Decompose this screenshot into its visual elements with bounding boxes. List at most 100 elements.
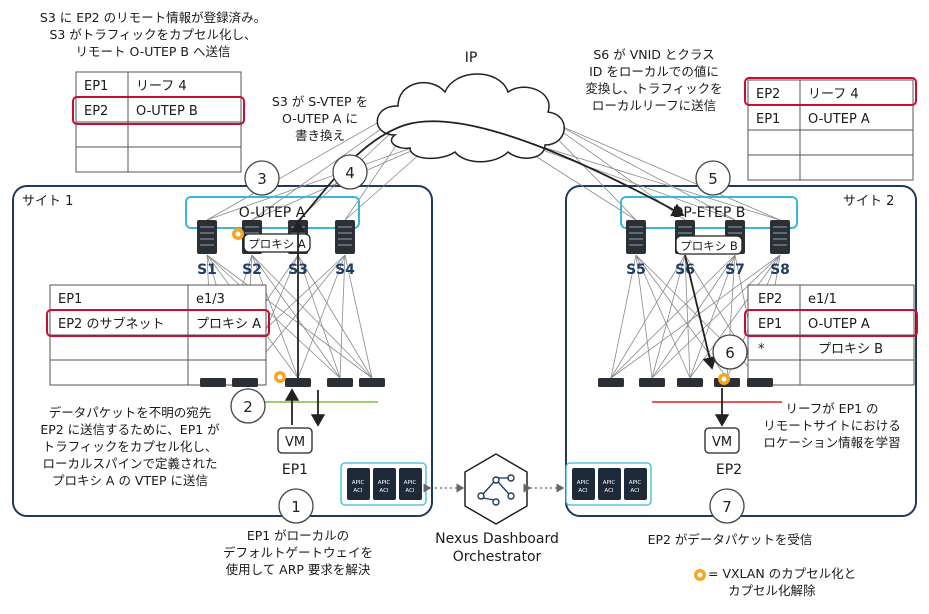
ep2-vm-box: [704, 427, 740, 454]
site2-proxy-badge: [675, 235, 743, 255]
orchestrator-label-line2: Orchestrator: [453, 549, 542, 565]
leaf-icon: [747, 378, 773, 387]
note-top-left-line: S3 がトラフィックをカプセル化し、: [49, 27, 257, 42]
step-7-number: 7: [722, 498, 732, 516]
step-5-circle: [695, 160, 731, 196]
legend-line: = VXLAN のカプセル化と: [708, 566, 857, 581]
leaf4-r0-c0: EP2: [758, 292, 782, 307]
apic-icon: [347, 468, 370, 500]
spine-s4-label: S4: [335, 262, 355, 278]
apic-label: APIC: [352, 480, 365, 486]
step-6-number: 6: [725, 344, 735, 362]
note-step7: EP2 がデータパケットを受信: [647, 532, 813, 547]
s3-r1-c1: O-UTEP B: [136, 104, 198, 119]
note-step6-line: ロケーション情報を学習: [763, 435, 901, 450]
site2-anycast-label: DP-ETEP B: [673, 205, 746, 221]
ip-cloud: [376, 73, 565, 163]
step-2-circle: [230, 388, 266, 424]
spine-s7-label: S7: [725, 262, 745, 278]
site2-anycast-box: [620, 196, 798, 229]
s3-r0-c1: リーフ 4: [136, 79, 187, 94]
vxlan-gear-icon: [274, 371, 286, 383]
step-1-circle: [278, 488, 314, 524]
note-top-left-line: S3 に EP2 のリモート情報が登録済み。: [39, 10, 267, 25]
aci-label: ACI: [379, 488, 389, 494]
spine-s6-label: S6: [675, 262, 695, 278]
note-top-right: S6 が VNID とクラス ID をローカルでの値に 変換し、トラフィックを …: [574, 46, 734, 114]
apic-icon: [373, 468, 396, 500]
step-circles: [230, 154, 748, 524]
site2-proxy-label: プロキシ B: [680, 239, 738, 253]
spine-s5-icon: [626, 220, 646, 254]
leaf-icon: [200, 378, 226, 387]
legend: = VXLAN のカプセル化と カプセル化解除: [708, 565, 878, 599]
apic-icon: [598, 468, 621, 500]
site2-apic-cluster: [565, 462, 652, 506]
s6-r0-c0: EP2: [756, 87, 780, 102]
leaf4-highlight: [744, 309, 918, 337]
aci-label: ACI: [604, 488, 614, 494]
site1-proxy-label: プロキシ A: [248, 237, 306, 251]
note-step4: S3 が S-VTEP を O-UTEP A に 書き換え: [250, 93, 390, 144]
site1-anycast-box: [185, 196, 360, 229]
note-step2: データパケットを不明の宛先 EP2 に送信するために、EP1 が トラフィックを…: [20, 404, 240, 489]
site1-proxy-badge: [243, 233, 311, 253]
ep1-label: EP1: [282, 462, 308, 478]
leaf4-r2-c0: *: [758, 342, 765, 357]
ep1-vm-box: [277, 427, 313, 454]
leaf1-highlight: [46, 309, 270, 337]
leaf-icon: [359, 378, 385, 387]
apic-icon: [624, 468, 647, 500]
leaf1-table: EP1 e1/3 EP2 のサブネット プロキシ A: [46, 284, 270, 386]
vxlan-gear-icon: [718, 373, 730, 385]
s3-table: EP1 リーフ 4 EP2 O-UTEP B: [72, 71, 245, 173]
leaf-icon: [639, 378, 665, 387]
step-5-number: 5: [708, 170, 718, 188]
aci-label: ACI: [405, 488, 415, 494]
spine-s5-label: S5: [626, 262, 646, 278]
leaf1-r0-c1: e1/3: [196, 292, 225, 307]
leaf-icon: [232, 378, 258, 387]
spine-s8-icon: [770, 220, 790, 254]
note-step4-line: S3 が S-VTEP を: [271, 94, 369, 109]
site2-leaves: [598, 378, 773, 387]
aci-label: ACI: [630, 488, 640, 494]
apic-label: APIC: [629, 480, 642, 486]
apic-label: APIC: [404, 480, 417, 486]
step-7-circle: [709, 488, 745, 524]
leaf-icon: [327, 378, 353, 387]
leaf4-r1-c1: O-UTEP A: [808, 317, 870, 332]
s6-highlight: [744, 77, 917, 106]
note-top-left: S3 に EP2 のリモート情報が登録済み。 S3 がトラフィックをカプセル化し…: [28, 9, 278, 60]
legend-line: カプセル化解除: [728, 583, 816, 598]
note-top-right-line: S6 が VNID とクラス: [593, 47, 715, 62]
aci-label: ACI: [353, 488, 363, 494]
note-step1-line: デフォルトゲートウェイを: [222, 545, 373, 560]
note-step6-line: リモートサイトにおける: [763, 418, 901, 433]
leaf-icon: [677, 378, 703, 387]
s3-highlight: [72, 96, 245, 125]
orchestrator-label-line1: Nexus Dashboard: [435, 531, 559, 547]
note-step2-line: プロキシ A の VTEP に送信: [51, 473, 209, 488]
note-top-right-line: 変換し、トラフィックを: [585, 81, 723, 96]
leaf1-r1-c0: EP2 のサブネット: [58, 316, 164, 332]
step-2-number: 2: [243, 398, 253, 416]
step-3-circle: [244, 160, 280, 196]
step-3-number: 3: [257, 170, 267, 188]
leaf4-table: EP2 e1/1 EP1 O-UTEP A * プロキシ B: [744, 284, 918, 386]
apic-icon: [572, 468, 595, 500]
traffic-path: [284, 120, 730, 427]
note-step2-line: ローカルスパインで定義された: [42, 456, 218, 471]
spine-s1-icon: [197, 220, 217, 254]
s6-table: EP2 リーフ 4 EP1 O-UTEP A: [744, 77, 917, 181]
note-top-right-line: ID をローカルでの値に: [589, 64, 719, 79]
note-top-right-line: ローカルリーフに送信: [591, 98, 717, 113]
s3-r0-c0: EP1: [84, 79, 108, 94]
site1-title: サイト 1: [22, 194, 73, 209]
spine-s1-label: S1: [197, 262, 217, 278]
site1-anycast-label: O-UTEP A: [239, 205, 306, 221]
leaf-icon: [285, 378, 311, 387]
ep1-vm-label: VM: [285, 435, 305, 450]
apic-label: APIC: [378, 480, 391, 486]
note-step6-line: リーフが EP1 の: [785, 401, 879, 416]
